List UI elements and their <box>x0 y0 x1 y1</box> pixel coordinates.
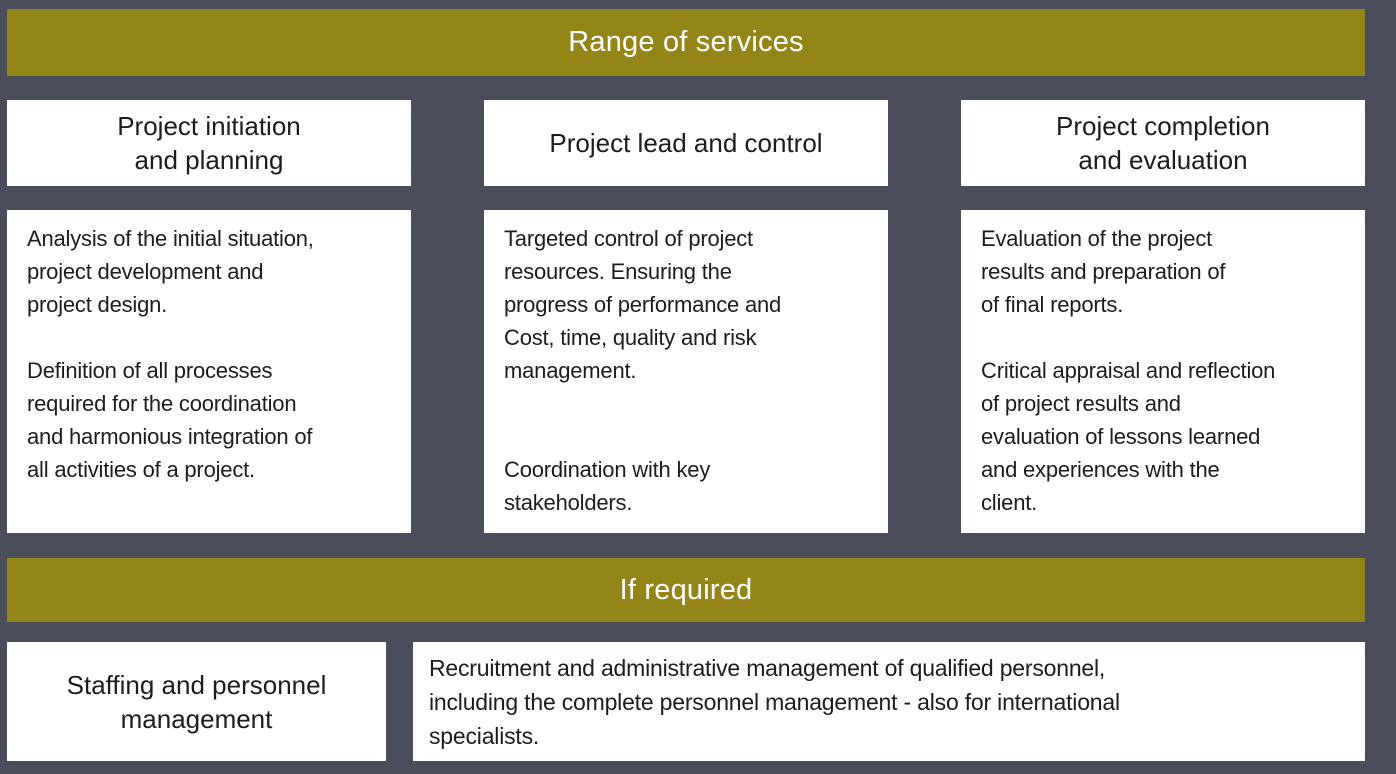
header-project-completion: Project completion and evaluation <box>961 100 1365 186</box>
body-project-completion: Evaluation of the project results and pr… <box>961 210 1365 533</box>
header-project-completion-label: Project completion and evaluation <box>1056 111 1270 175</box>
header-project-lead-label: Project lead and control <box>549 128 823 158</box>
header-staffing-management-label: Staffing and personnel management <box>66 669 327 734</box>
body-staffing-management: Recruitment and administrative managemen… <box>413 642 1365 761</box>
range-of-services-title: Range of services <box>568 26 804 58</box>
body-project-lead: Targeted control of project resources. E… <box>484 210 888 533</box>
if-required-title: If required <box>619 573 753 606</box>
range-of-services-banner: Range of services <box>7 9 1365 76</box>
body-project-initiation: Analysis of the initial situation, proje… <box>7 210 411 533</box>
header-project-initiation-label: Project initiation and planning <box>117 111 301 175</box>
if-required-banner: If required <box>7 558 1365 622</box>
header-staffing-management: Staffing and personnel management <box>7 642 386 761</box>
header-project-initiation: Project initiation and planning <box>7 100 411 186</box>
header-project-lead: Project lead and control <box>484 100 888 186</box>
